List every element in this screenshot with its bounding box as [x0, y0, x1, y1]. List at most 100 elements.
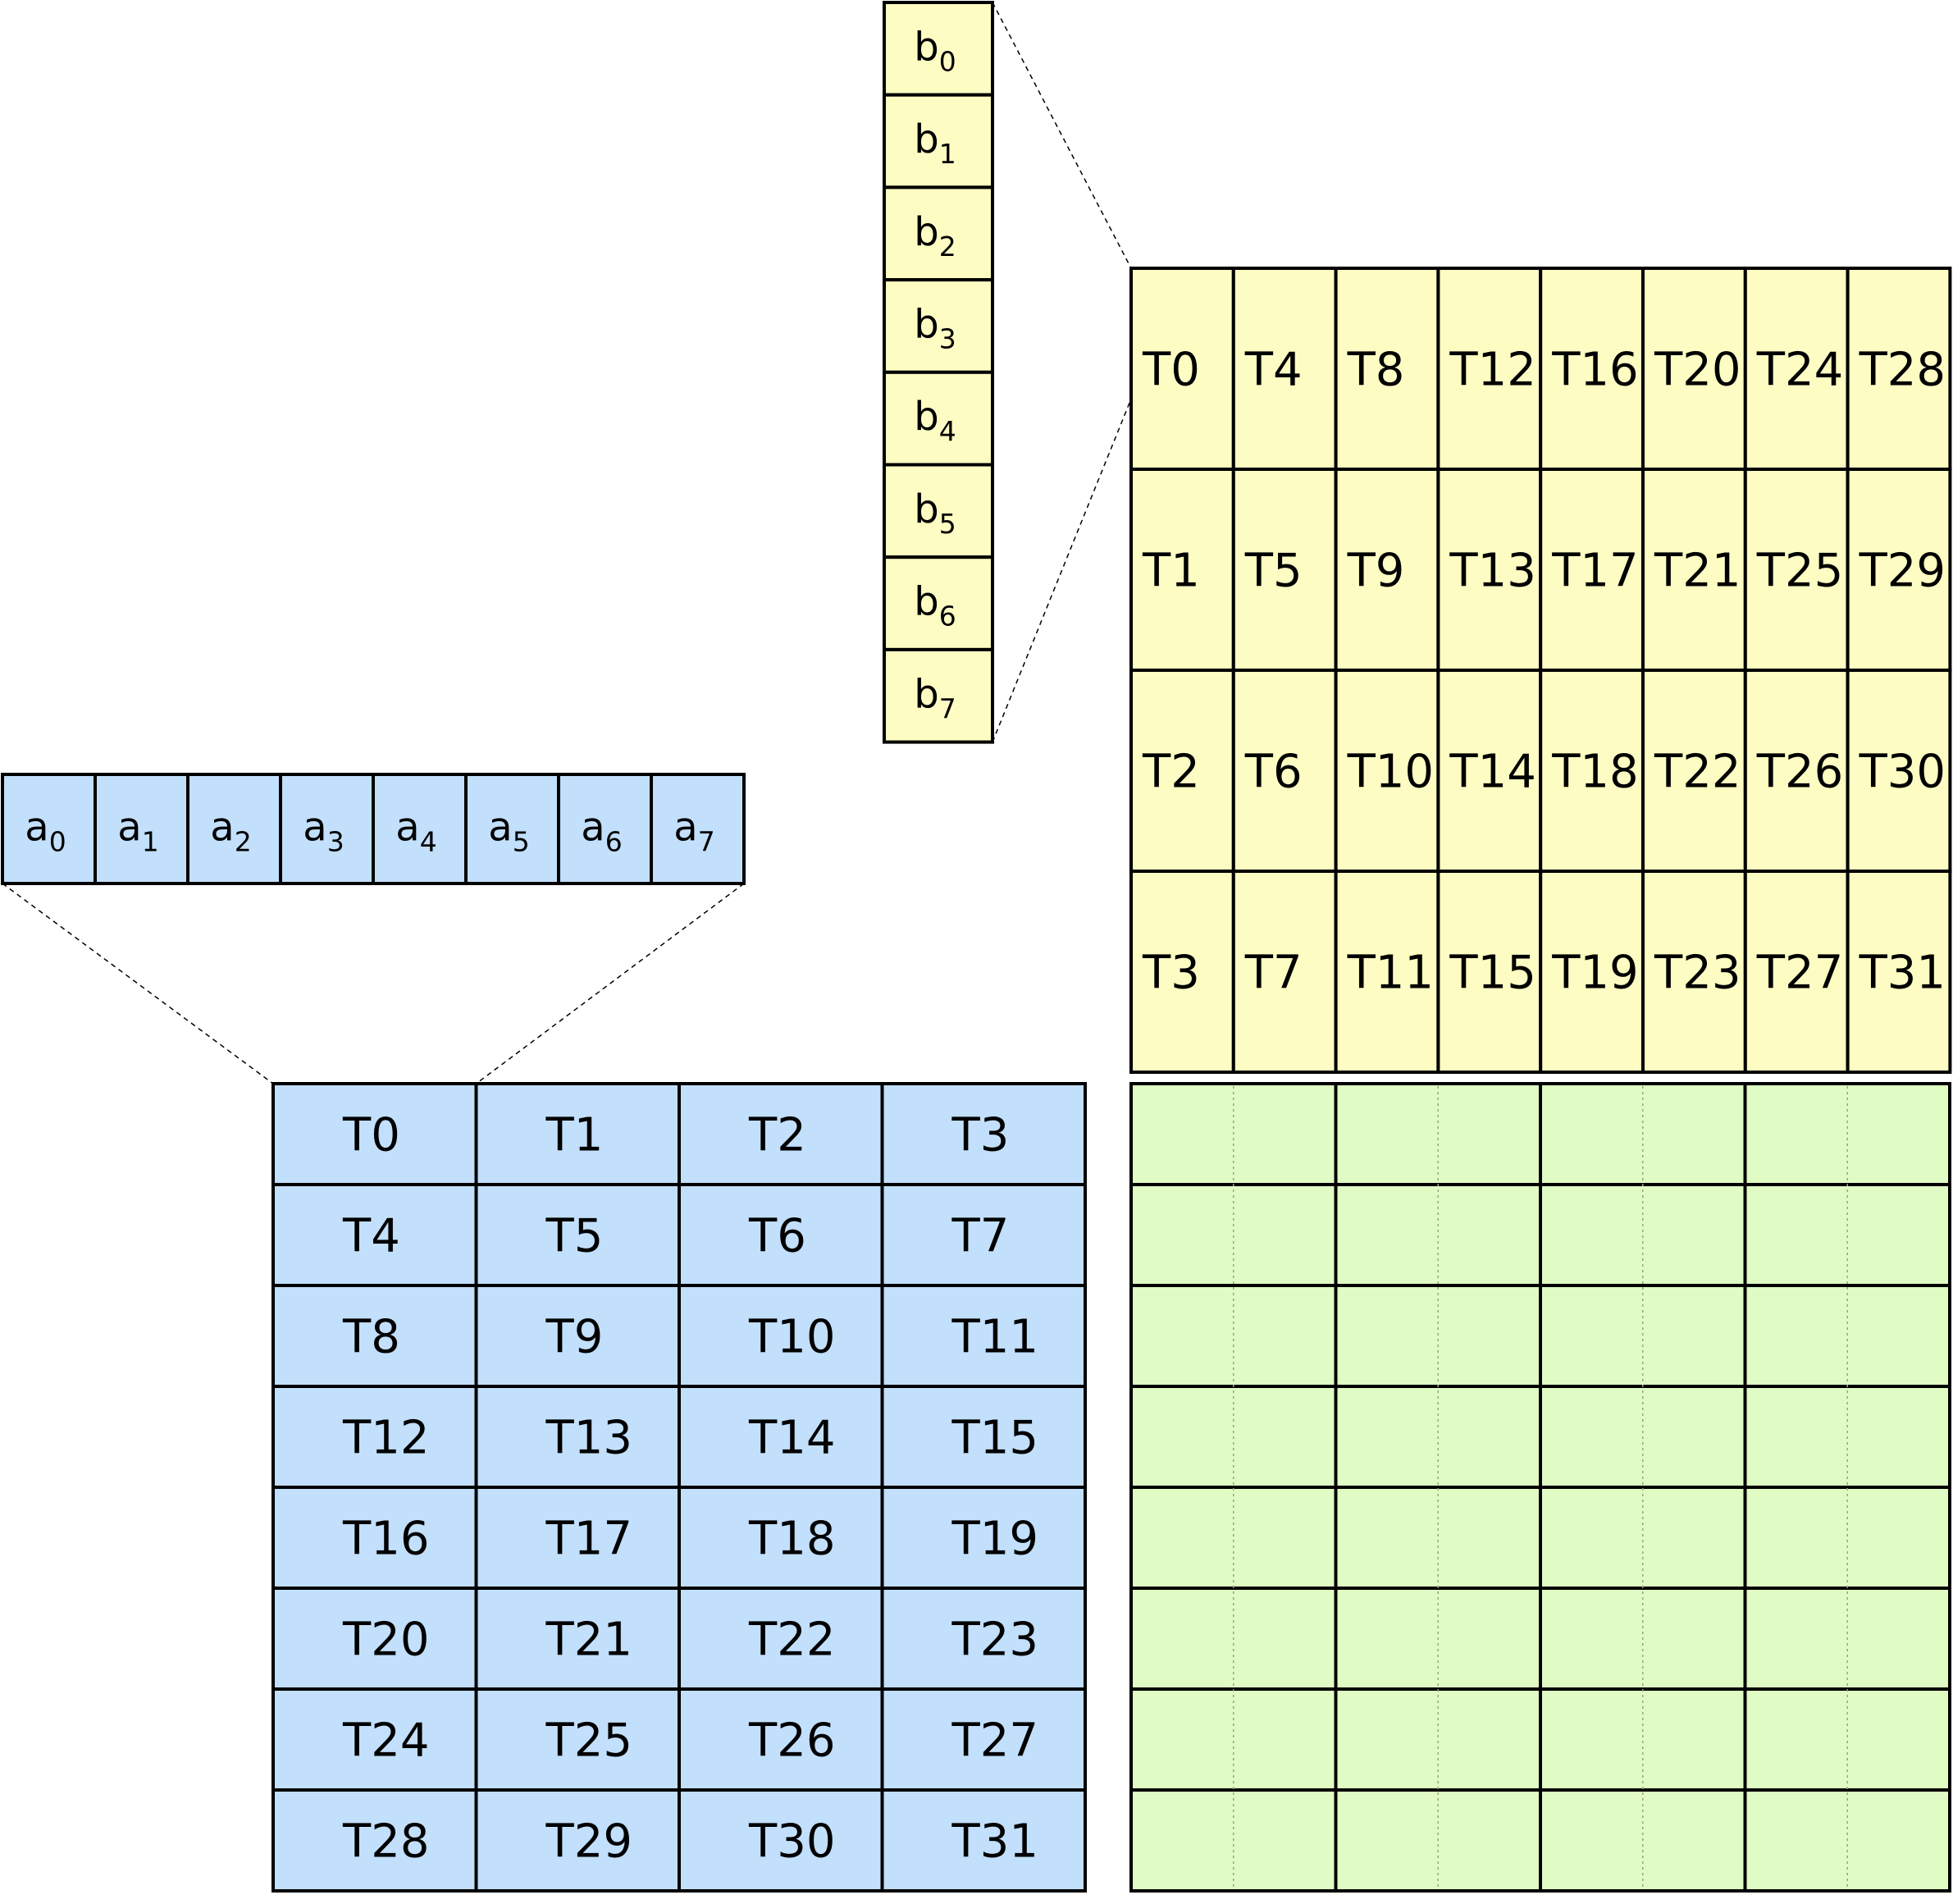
matrix-a-thread-label: T6	[748, 1210, 806, 1263]
matrix-a-thread-label: T24	[342, 1715, 429, 1768]
matrix-a-cell	[678, 1082, 884, 1186]
matrix-b-thread-label: T13	[1449, 545, 1535, 598]
matrix-a-thread-label: T9	[545, 1311, 604, 1364]
matrix-b-cell	[1743, 267, 1850, 471]
matrix-b-thread-label: T25	[1756, 545, 1843, 598]
matrix-a-cell	[474, 1486, 681, 1590]
matrix-c-cell	[1334, 1486, 1542, 1590]
matrix-b-cell	[1641, 870, 1747, 1074]
matrix-b-cell	[1231, 468, 1338, 672]
vector-a-label: a1	[117, 805, 158, 858]
matrix-c-cell	[1129, 1687, 1338, 1792]
matrix-a-thread-label: T0	[342, 1109, 400, 1162]
vector-b-label: b7	[914, 671, 956, 724]
matrix-a-cell	[474, 1687, 681, 1792]
matrix-b-thread-label: T14	[1449, 746, 1535, 799]
matrix-b-cell	[1129, 669, 1235, 873]
matrix-b-cell	[1334, 468, 1440, 672]
matrix-a-cell	[880, 1587, 1087, 1691]
matrix-a-thread-label: T2	[748, 1109, 806, 1162]
vector-a-cell	[94, 773, 189, 885]
matrix-a-cell	[880, 1486, 1087, 1590]
matrix-a-thread-label: T16	[342, 1513, 429, 1566]
matrix-a-thread-label: T15	[951, 1412, 1038, 1465]
matrix-b-thread-label: T18	[1551, 746, 1638, 799]
vector-a-cell	[650, 773, 746, 885]
vector-a-label: a7	[673, 805, 714, 858]
matrix-a-cell	[880, 1183, 1087, 1287]
matrix-b-cell	[1539, 669, 1645, 873]
matrix-a-cell	[880, 1082, 1087, 1186]
vector-b-cell	[883, 1, 994, 97]
vector-b-cell	[883, 555, 994, 651]
matrix-a-cell	[678, 1486, 884, 1590]
connector-b-bottom	[992, 398, 1132, 742]
vector-b-label: b3	[914, 301, 956, 354]
matrix-a-cell	[474, 1385, 681, 1489]
matrix-b-thread-label: T7	[1244, 947, 1303, 1000]
matrix-a-thread-label: T27	[951, 1715, 1038, 1768]
matrix-a-thread-label: T3	[951, 1109, 1010, 1162]
matrix-b-thread-label: T4	[1244, 344, 1303, 397]
vector-b-cell	[883, 647, 994, 744]
vector-a-label: a5	[488, 805, 529, 858]
matrix-b-cell	[1436, 870, 1543, 1074]
matrix-b-thread-label: T16	[1551, 344, 1638, 397]
matrix-a-cell	[880, 1788, 1087, 1893]
matrix-a-thread-label: T10	[748, 1311, 835, 1364]
matrix-a-thread-label: T4	[342, 1210, 400, 1263]
vector-a-label: a0	[25, 805, 66, 858]
matrix-c-cell	[1743, 1687, 1951, 1792]
matrix-a-thread-label: T18	[748, 1513, 835, 1566]
matrix-a-cell	[678, 1788, 884, 1893]
matrix-a-thread-label: T29	[545, 1815, 632, 1869]
matrix-c-accumulator	[1129, 1082, 1951, 1893]
matrix-a-thread-label: T20	[342, 1614, 429, 1667]
vector-b-label: b1	[914, 116, 956, 170]
matrix-a-thread-label: T31	[951, 1815, 1038, 1869]
matrix-a-thread-label: T13	[545, 1412, 632, 1465]
matrix-b-cell	[1129, 267, 1235, 471]
vector-b-cell	[883, 93, 994, 189]
matrix-a-thread-label: T22	[748, 1614, 835, 1667]
vector-a-label: a4	[395, 805, 436, 858]
matrix-a-thread-label: T30	[748, 1815, 835, 1869]
matrix-b-thread-label: T2	[1142, 746, 1200, 799]
vector-b-label: b2	[914, 209, 956, 263]
matrix-b-thread-label: T17	[1551, 545, 1638, 598]
matrix-b-thread-label: T3	[1142, 947, 1200, 1000]
matrix-b-thread-label: T9	[1347, 545, 1405, 598]
matrix-b-thread-label: T26	[1756, 746, 1843, 799]
matrix-a-cell	[272, 1687, 478, 1792]
vector-b-label: b4	[914, 394, 956, 447]
matrix-b-cell	[1641, 267, 1747, 471]
matrix-b-thread-label: T12	[1449, 344, 1535, 397]
matrix-b-thread-label: T24	[1756, 344, 1843, 397]
vector-b-cell	[883, 370, 994, 467]
matrix-a-cell	[474, 1082, 681, 1186]
matrix-a-thread-label: T11	[951, 1311, 1038, 1364]
matrix-c-cell	[1129, 1486, 1338, 1590]
connector-a-right	[476, 883, 745, 1084]
matrix-b-cell	[1743, 468, 1850, 672]
matrix-a-cell	[880, 1284, 1087, 1388]
matrix-a-cell	[272, 1385, 478, 1489]
matrix-b-thread-label: T22	[1654, 746, 1741, 799]
matrix-b-cell	[1231, 870, 1338, 1074]
vector-b-cell	[883, 463, 994, 559]
matrix-a-cell	[272, 1788, 478, 1893]
vector-a-cell	[186, 773, 282, 885]
matrix-b-thread-label: T0	[1142, 344, 1200, 397]
matrix-a-cell	[678, 1183, 884, 1287]
matrix-b-thread-label: T15	[1449, 947, 1535, 1000]
matrix-b-thread-label: T10	[1347, 746, 1434, 799]
vector-a-label: a6	[581, 805, 622, 858]
matrix-b-thread-label: T29	[1859, 545, 1946, 598]
matrix-c-cell	[1539, 1486, 1747, 1590]
vector-b-label: b0	[914, 24, 956, 77]
matrix-b-thread-label: T6	[1244, 746, 1303, 799]
matrix-b-thread-label: T11	[1347, 947, 1434, 1000]
